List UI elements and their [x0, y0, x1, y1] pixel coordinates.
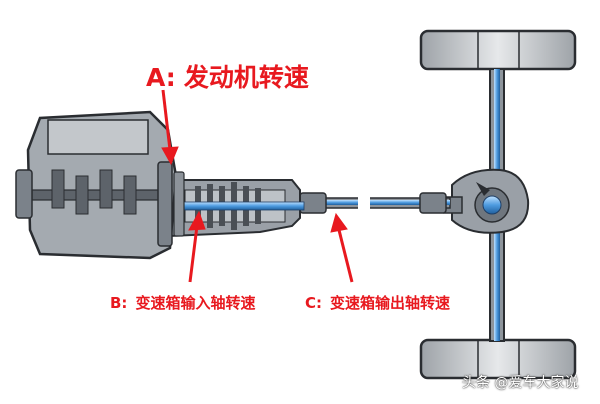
differential [443, 168, 530, 234]
arrow-c [330, 212, 354, 283]
engine [15, 110, 185, 260]
label-a-symbol: A: [146, 63, 176, 92]
arrow-b [188, 210, 206, 283]
rear-top-wheel [419, 29, 577, 71]
label-c-symbol: C: [305, 294, 323, 312]
label-engine-speed: A:发动机转速 [146, 58, 309, 94]
transmission [167, 179, 305, 238]
label-b-text: 变速箱输入轴转速 [135, 294, 256, 312]
label-b-symbol: B: [110, 294, 128, 312]
watermark: 头条 @爱车大家说 [462, 375, 579, 391]
label-c-text: 变速箱输出轴转速 [330, 294, 451, 312]
driveshaft [299, 192, 451, 214]
label-input-shaft-speed: B: 变速箱输入轴转速 [110, 292, 255, 313]
rear-bottom-wheel [419, 338, 577, 380]
label-a-text: 发动机转速 [183, 63, 309, 92]
label-output-shaft-speed: C: 变速箱输出轴转速 [305, 292, 450, 313]
arrow-a [161, 89, 179, 166]
